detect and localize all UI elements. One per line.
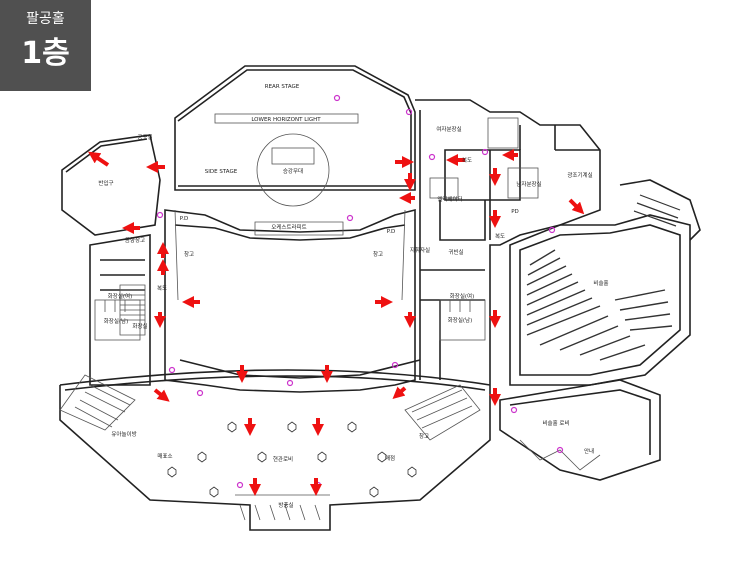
label-ticket-office: 매표소 [157, 452, 172, 460]
label-restroom-c-w: 화장실(여) [450, 292, 475, 300]
label-shop: 매점 [385, 454, 395, 462]
label-art-hall: 비슬홀 [593, 279, 608, 287]
label-lighting-control: 광조기계실 [567, 171, 592, 179]
label-corridor-w: 복도 [157, 285, 167, 292]
label-loading-dock: 반입구 [98, 179, 113, 187]
label-restroom-c-m: 화장실(남) [448, 316, 473, 324]
label-side-stage: SIDE STAGE [205, 169, 238, 175]
walls [59, 65, 701, 531]
room-labels: REAR STAGE LOWER HORIZONT LIGHT SIDE STA… [98, 84, 608, 509]
label-main-lobby: 현관로비 [273, 455, 293, 463]
label-elevator: 엘리베이터 [437, 195, 462, 203]
label-rear-stage: REAR STAGE [265, 84, 300, 90]
columns [167, 421, 417, 498]
label-art-hall-lobby: 비슬홀 로비 [542, 419, 569, 427]
label-orchestra-pit: 오케스트라피트 [271, 223, 306, 231]
label-upper-storage: 공구실 [137, 133, 152, 141]
label-kids-room: 유아놀이방 [111, 430, 136, 438]
label-wind-room: 방풍실 [278, 501, 293, 509]
label-info: 안내 [584, 447, 594, 455]
label-lift-stage: 승강무대 [283, 167, 303, 175]
label-pd-upper: PD [511, 209, 519, 215]
label-mens-dressing: 남자분장실 [516, 180, 541, 188]
label-rehearsal-room: 귀빈실 [448, 248, 463, 256]
label-corridor-e: 복도 [495, 233, 505, 240]
label-director-room: 지휘자실 [410, 246, 430, 254]
label-instrument-storage: 음향창고 [125, 236, 145, 244]
label-storage-left: 창고 [184, 250, 194, 258]
label-restroom-w-m: 화장실(남) [104, 317, 129, 325]
art-hall-seating [526, 249, 673, 361]
magenta-marker-icon [156, 94, 564, 489]
label-lower-horizont: LOWER HORIZONT LIGHT [251, 117, 321, 123]
label-pd-left: P.D [180, 216, 188, 222]
label-restroom-w-w: 화장실(여) [108, 292, 133, 300]
label-restroom-side: 화장실 [132, 322, 147, 330]
label-corridor-n: 복도 [462, 157, 472, 164]
floor-badge: 팔공홀 1층 [0, 0, 91, 91]
label-storage-lobby: 창고 [419, 432, 429, 440]
hall-name: 팔공홀 [26, 11, 65, 27]
balcony-seating [633, 194, 681, 227]
interior-detail [59, 113, 601, 521]
floor-label: 1층 [21, 36, 70, 71]
red-exit-arrow-icon [88, 149, 585, 496]
label-womens-dressing: 여자분장실 [436, 125, 461, 133]
label-storage-right: 창고 [373, 250, 383, 258]
label-pd-right: P.D [387, 229, 395, 235]
